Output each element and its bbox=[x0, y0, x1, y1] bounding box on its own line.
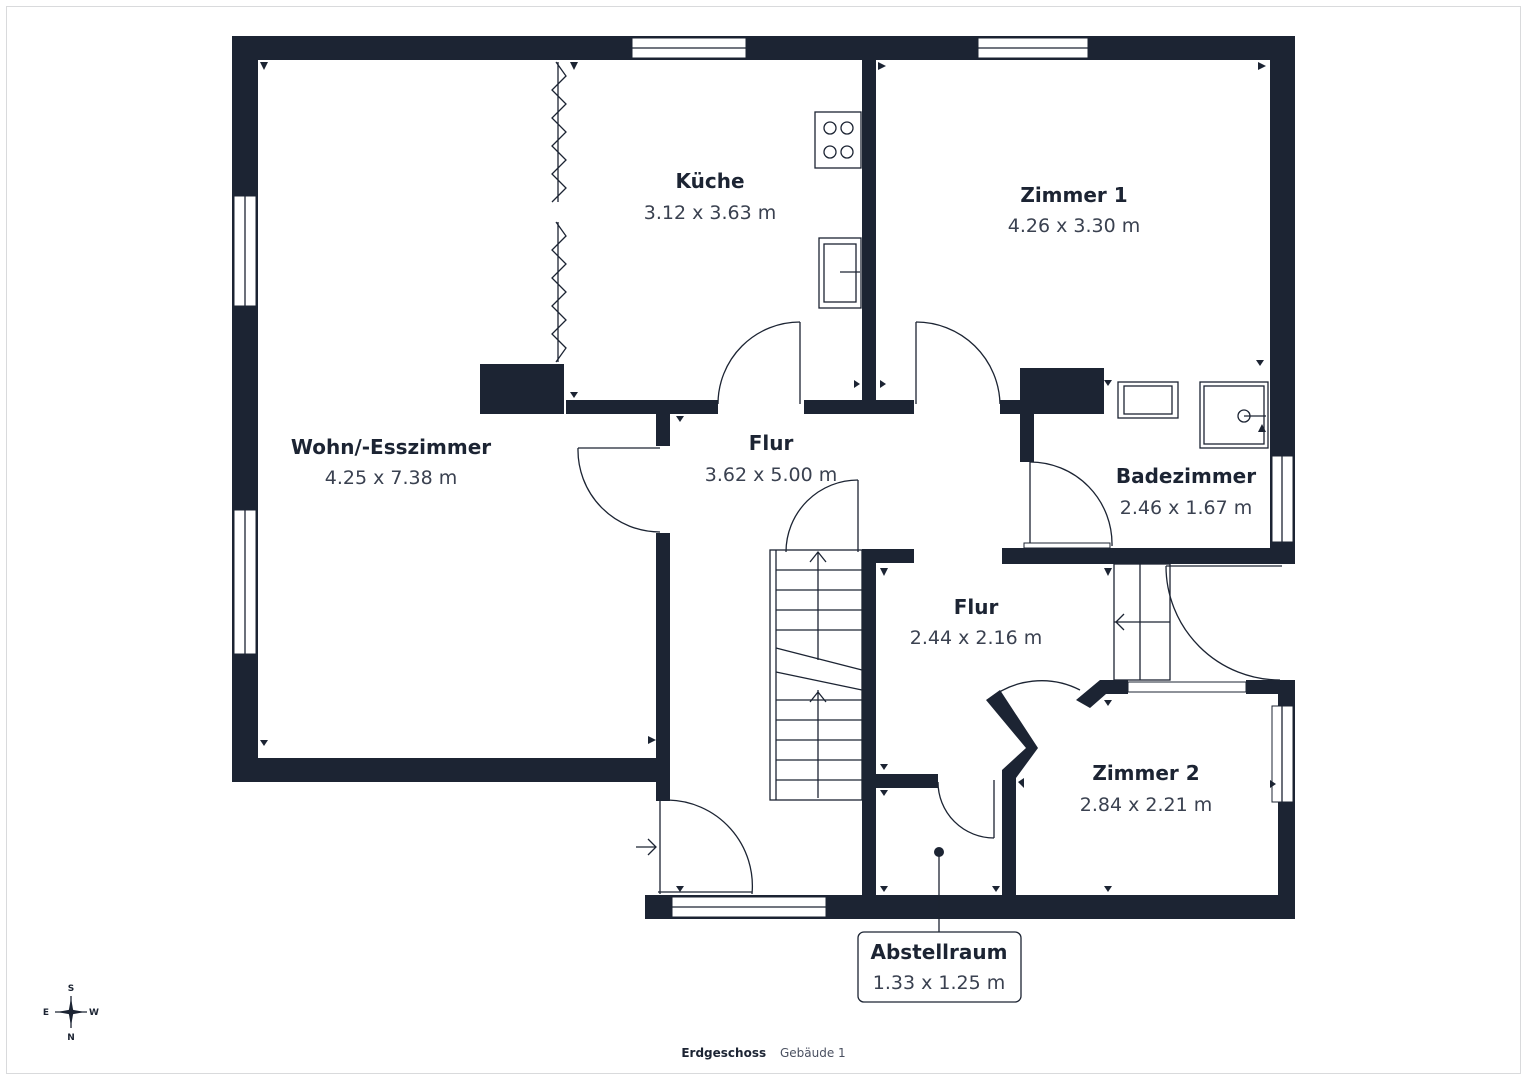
room-name: Abstellraum bbox=[871, 940, 1008, 964]
room-dimensions: 3.12 x 3.63 m bbox=[644, 202, 776, 224]
doors bbox=[577, 321, 1282, 895]
shower bbox=[1199, 381, 1269, 449]
compass-north: N bbox=[67, 1033, 75, 1040]
kitchen-sink bbox=[818, 237, 862, 309]
stove bbox=[814, 111, 862, 169]
room-label-flur2: Flur 2.44 x 2.16 m bbox=[910, 595, 1042, 649]
room-name: Zimmer 1 bbox=[1020, 183, 1127, 207]
room-name: Wohn/-Esszimmer bbox=[291, 435, 491, 459]
room-name: Badezimmer bbox=[1116, 464, 1256, 488]
room-label-flur1: Flur 3.62 x 5.00 m bbox=[705, 431, 837, 486]
room-label-kueche: Küche 3.12 x 3.63 m bbox=[644, 169, 776, 224]
room-dimensions: 2.46 x 1.67 m bbox=[1120, 497, 1252, 519]
compass-icon: S N E W bbox=[43, 984, 99, 1040]
floor-label: Erdgeschoss bbox=[681, 1046, 767, 1060]
room-name: Flur bbox=[954, 595, 999, 619]
room-name: Flur bbox=[749, 431, 794, 455]
plan-footer: Erdgeschoss Gebäude 1 bbox=[0, 1046, 1527, 1060]
room-label-zimmer2: Zimmer 2 2.84 x 2.21 m bbox=[1080, 761, 1212, 816]
floor-plan: Wohn/-Esszimmer 4.25 x 7.38 m Küche 3.12… bbox=[43, 36, 1295, 1040]
bath-sink bbox=[1117, 381, 1179, 419]
staircase-small bbox=[1113, 563, 1171, 681]
windows bbox=[233, 37, 1294, 918]
room-label-bad: Badezimmer 2.46 x 1.67 m bbox=[1116, 464, 1256, 519]
room-dimensions: 3.62 x 5.00 m bbox=[705, 464, 837, 486]
room-dimensions: 2.44 x 2.16 m bbox=[910, 627, 1042, 649]
room-label-abstell: Abstellraum 1.33 x 1.25 m bbox=[857, 847, 1022, 1003]
room-label-wohn: Wohn/-Esszimmer 4.25 x 7.38 m bbox=[291, 435, 491, 489]
room-dimensions: 1.33 x 1.25 m bbox=[873, 972, 1005, 994]
staircase-main bbox=[769, 549, 863, 801]
room-dimensions: 2.84 x 2.21 m bbox=[1080, 794, 1212, 816]
entrance-arrow-icon bbox=[636, 838, 657, 856]
room-dimensions: 4.26 x 3.30 m bbox=[1008, 215, 1140, 237]
room-label-zimmer1: Zimmer 1 4.26 x 3.30 m bbox=[1008, 183, 1140, 237]
compass-east: E bbox=[43, 1008, 49, 1018]
room-name: Zimmer 2 bbox=[1092, 761, 1199, 785]
room-dimensions: 4.25 x 7.38 m bbox=[325, 467, 457, 489]
page-frame bbox=[6, 6, 1521, 1074]
room-name: Küche bbox=[675, 169, 744, 193]
compass-south: S bbox=[68, 984, 74, 994]
building-label: Gebäude 1 bbox=[779, 1046, 846, 1060]
corner-markers bbox=[260, 62, 1276, 892]
compass-west: W bbox=[89, 1008, 99, 1018]
folding-door bbox=[551, 61, 567, 363]
